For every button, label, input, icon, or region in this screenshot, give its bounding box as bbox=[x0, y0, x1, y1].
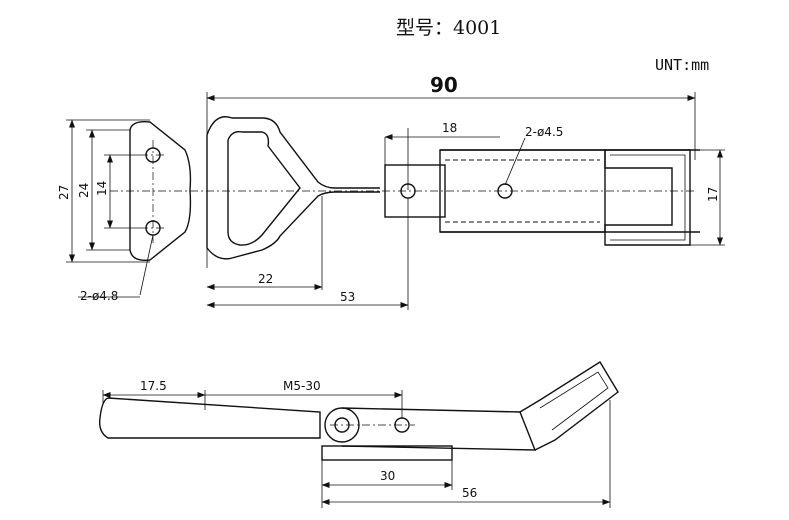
top-view: 90 18 2-ø4.5 17 27 24 14 2-ø4.8 bbox=[57, 73, 725, 310]
dim-hole-spacing: 14 bbox=[95, 181, 109, 196]
dim-total-length: 56 bbox=[462, 486, 477, 500]
side-view: 17.5 M5-30 30 56 bbox=[98, 361, 619, 508]
dim-slot-length: 18 bbox=[442, 121, 457, 135]
dim-overall-length: 90 bbox=[430, 73, 458, 97]
handle-inner bbox=[227, 130, 301, 246]
dim-base-height: 27 bbox=[57, 185, 71, 200]
dim-handle-offset: 22 bbox=[258, 272, 273, 286]
hook-hole-label: 2-ø4.5 bbox=[525, 125, 563, 139]
handle-outer bbox=[206, 116, 380, 189]
dim-base-length: 30 bbox=[380, 469, 395, 483]
hook-arm bbox=[519, 361, 619, 451]
pivot-block bbox=[384, 164, 446, 218]
dim-lever-tip: 17.5 bbox=[140, 379, 167, 393]
side-base bbox=[321, 445, 453, 461]
dim-pivot-offset: 53 bbox=[340, 290, 355, 304]
base-hole-label: 2-ø4.8 bbox=[80, 289, 118, 303]
dim-hook-height: 17 bbox=[706, 187, 720, 202]
base-plate bbox=[129, 120, 192, 261]
thread-label: M5-30 bbox=[283, 379, 321, 393]
model-title: 型号：4001 bbox=[396, 17, 501, 39]
unit-label: UNT:mm bbox=[655, 56, 709, 74]
hook-u bbox=[604, 149, 691, 246]
lever bbox=[98, 397, 321, 439]
dim-base-inner: 24 bbox=[77, 183, 91, 198]
